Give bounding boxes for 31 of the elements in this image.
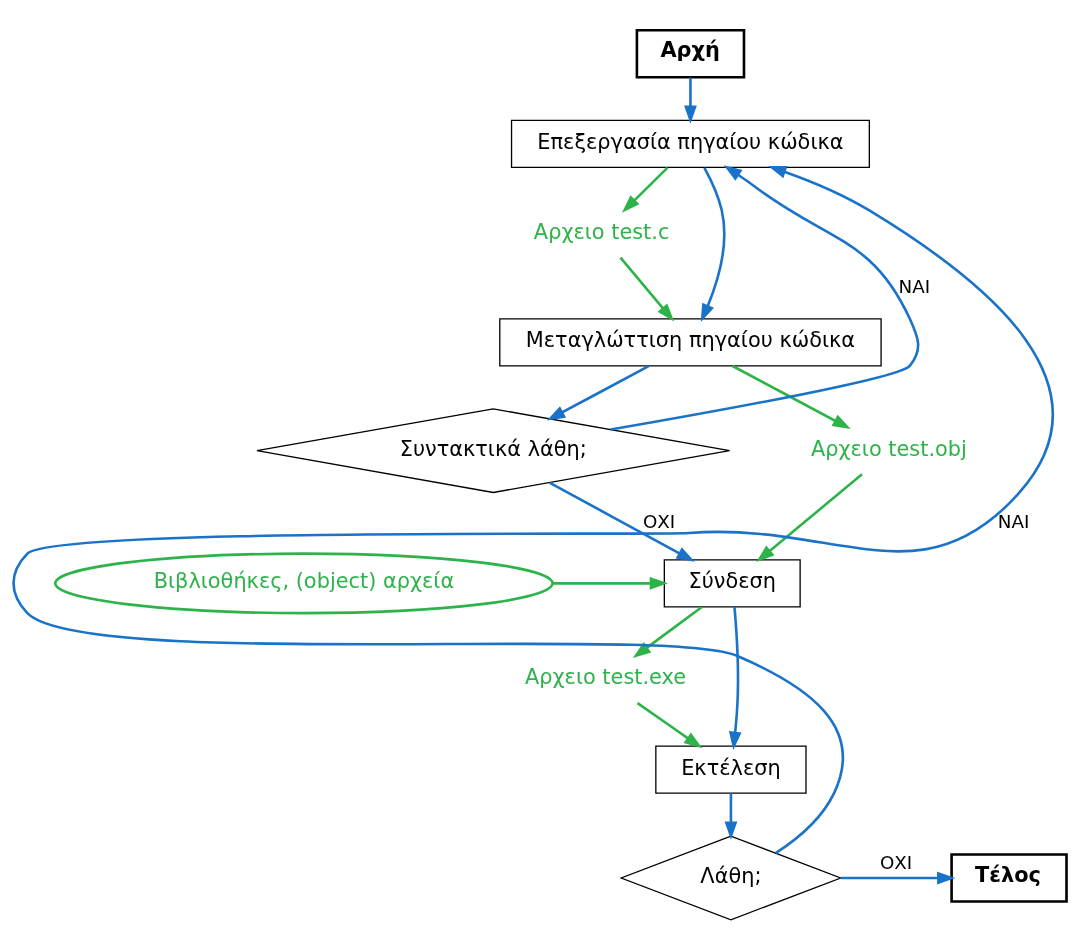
node-box: Επεξεργασία πηγαίου κώδικα [510,119,870,168]
node-box: Εκτέλεση [655,745,807,794]
edge-label: ΟΧΙ [642,510,676,532]
arrow [619,256,675,322]
node-text: Αρχειο test.exe [525,665,687,690]
arrow [684,77,697,124]
edge-label: ΝΑΙ [997,510,1030,532]
arrow [756,473,863,563]
arrow [840,871,956,885]
arrow [610,165,920,431]
node-text: Αρχειο test.obj [810,436,967,461]
node-text: Αρχειο test.c [533,219,670,244]
arrow [728,606,742,750]
edge-label: ΟΧΙ [879,852,913,874]
arrow [636,702,703,749]
arrow [13,166,1054,855]
node-box: Αρχή [635,28,746,79]
node-box: Σύνδεση [663,559,801,608]
arrow [546,364,650,421]
edge-label: ΝΑΙ [898,275,931,297]
arrow [731,364,851,429]
node-ellipse: Βιβλιοθήκες, (object) αρχεία [54,552,554,615]
arrow [632,606,703,659]
arrow [552,576,669,590]
node-diamond: Λάθη; [619,835,843,921]
arrow [724,793,738,840]
arrow [700,167,726,322]
node-box: Τέλος [950,853,1068,903]
node-box: Μεταγλώττιση πηγαίου κώδικα [499,318,882,367]
arrow [621,166,669,213]
arrow [549,481,695,562]
